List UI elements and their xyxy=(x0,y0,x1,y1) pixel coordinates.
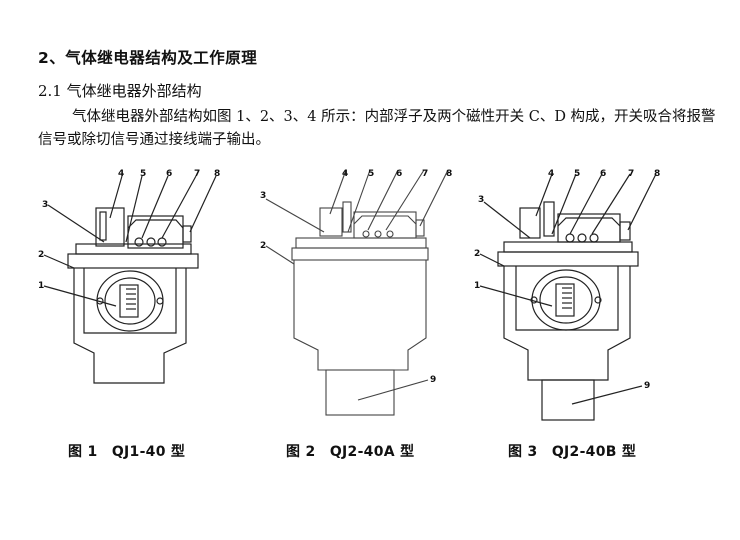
fig1-label-4: 4 xyxy=(118,169,124,179)
fig3-label-8: 8 xyxy=(654,169,660,179)
figure-3-caption: 图 3 QJ2-40B 型 xyxy=(508,444,637,460)
figure-1-caption: 图 1 QJ1-40 型 xyxy=(68,444,186,460)
fig1-label-3: 3 xyxy=(42,200,48,210)
fig1-label-8: 8 xyxy=(214,169,220,179)
fig3-label-9: 9 xyxy=(644,381,650,391)
fig1-label-5: 5 xyxy=(140,169,146,179)
fig2-label-8: 8 xyxy=(446,169,452,179)
subsection-heading: 2.1 气体继电器外部结构 xyxy=(38,82,202,100)
fig1-label-1: 1 xyxy=(38,281,44,291)
section-heading: 2、气体继电器结构及工作原理 xyxy=(38,49,258,67)
fig2-label-7: 7 xyxy=(422,169,428,179)
fig3-label-7: 7 xyxy=(628,169,634,179)
fig2-label-5: 5 xyxy=(368,169,374,179)
description-paragraph: 气体继电器外部结构如图 1、2、3、4 所示：内部浮子及两个磁性开关 C、D 构… xyxy=(38,106,718,152)
fig3-label-6: 6 xyxy=(600,169,606,179)
fig2-label-3: 3 xyxy=(260,191,266,201)
figure-2-drawing: 3 2 4 5 6 7 8 9 xyxy=(258,168,458,423)
figure-3-drawing: 1 2 3 4 5 6 7 8 9 xyxy=(472,168,672,423)
fig2-label-9: 9 xyxy=(430,375,436,385)
fig2-label-2: 2 xyxy=(260,241,266,251)
fig3-label-2: 2 xyxy=(474,249,480,259)
description-text: 气体继电器外部结构如图 1、2、3、4 所示：内部浮子及两个磁性开关 C、D 构… xyxy=(38,109,716,148)
figure-1-drawing: 1 2 3 4 5 6 7 8 xyxy=(36,168,226,418)
fig1-label-7: 7 xyxy=(194,169,200,179)
fig3-label-4: 4 xyxy=(548,169,554,179)
fig3-label-3: 3 xyxy=(478,195,484,205)
fig1-label-6: 6 xyxy=(166,169,172,179)
fig2-label-4: 4 xyxy=(342,169,348,179)
figure-2-caption: 图 2 QJ2-40A 型 xyxy=(286,444,415,460)
fig3-label-5: 5 xyxy=(574,169,580,179)
fig3-label-1: 1 xyxy=(474,281,480,291)
fig2-label-6: 6 xyxy=(396,169,402,179)
fig1-label-2: 2 xyxy=(38,250,44,260)
